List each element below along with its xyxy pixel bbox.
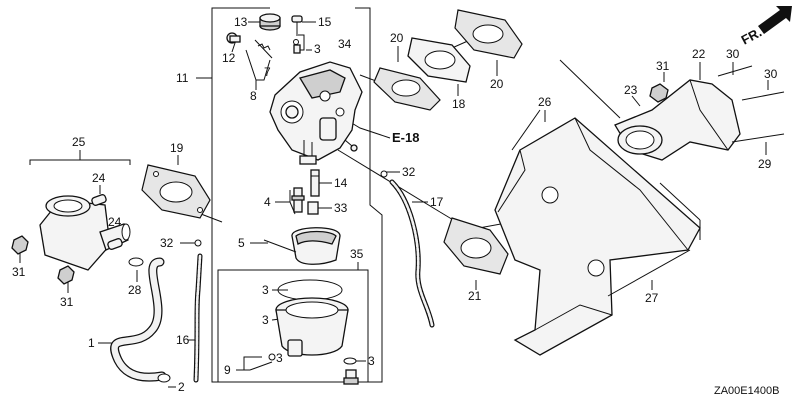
callout-27: 27 <box>645 291 659 305</box>
callout-26: 26 <box>538 95 552 109</box>
callout-29: 29 <box>758 157 772 171</box>
float-chamber-parts <box>249 279 359 385</box>
callout-22: 22 <box>692 47 706 61</box>
callout-7: 7 <box>264 65 271 79</box>
carburetor-small-parts <box>194 13 388 265</box>
callout-18: 18 <box>452 97 466 111</box>
callout-24-upper: 24 <box>92 171 106 185</box>
callout-21: 21 <box>468 289 482 303</box>
callout-17: 17 <box>430 195 444 209</box>
callout-35: 35 <box>350 247 364 261</box>
callout-32-left: 32 <box>160 236 174 250</box>
callout-31-manifold: 31 <box>656 59 670 73</box>
callout-20-left: 20 <box>390 31 404 45</box>
intake-manifold <box>607 65 785 297</box>
callout-23: 23 <box>624 83 638 97</box>
callout-12: 12 <box>222 51 236 65</box>
callout-33: 33 <box>334 201 348 215</box>
callout-1: 1 <box>88 336 95 350</box>
callout-4: 4 <box>264 195 271 209</box>
gaskets <box>141 9 523 275</box>
diagram-code: ZA00E1400B <box>714 385 779 397</box>
reference-label: E-18 <box>392 130 419 145</box>
callout-28: 28 <box>128 283 142 297</box>
callout-2: 2 <box>178 380 185 394</box>
callout-30-right: 30 <box>764 67 778 81</box>
hoses <box>110 179 435 383</box>
callout-13: 13 <box>234 15 248 29</box>
callout-5: 5 <box>238 236 245 250</box>
callout-31-lower: 31 <box>60 295 74 309</box>
callout-31-left: 31 <box>12 265 26 279</box>
callout-34: 34 <box>338 37 352 51</box>
elbow-joint <box>11 194 131 285</box>
callout-25: 25 <box>72 135 86 149</box>
callout-3-b: 3 <box>262 283 269 297</box>
callout-15: 15 <box>318 15 332 29</box>
callout-16: 16 <box>176 333 190 347</box>
callout-3-e: 3 <box>276 351 283 365</box>
callout-19: 19 <box>170 141 184 155</box>
callout-3-a: 3 <box>314 42 321 56</box>
callout-3-d: 3 <box>368 354 375 368</box>
callout-30-upper: 30 <box>726 47 740 61</box>
callout-labels: 1 2 3 3 3 3 3 4 5 7 8 9 11 12 13 14 15 1… <box>12 15 779 397</box>
callout-32-right: 32 <box>402 165 416 179</box>
callout-8: 8 <box>250 89 257 103</box>
front-direction-arrow: FR. <box>739 6 792 48</box>
callout-11: 11 <box>176 71 189 85</box>
callout-9: 9 <box>224 363 231 377</box>
callout-3-c: 3 <box>262 313 269 327</box>
heat-shield <box>494 117 701 356</box>
callout-24-lower: 24 <box>108 215 122 229</box>
callout-20-right: 20 <box>490 77 504 91</box>
callout-14: 14 <box>334 176 348 190</box>
carburetor-body <box>269 61 363 165</box>
